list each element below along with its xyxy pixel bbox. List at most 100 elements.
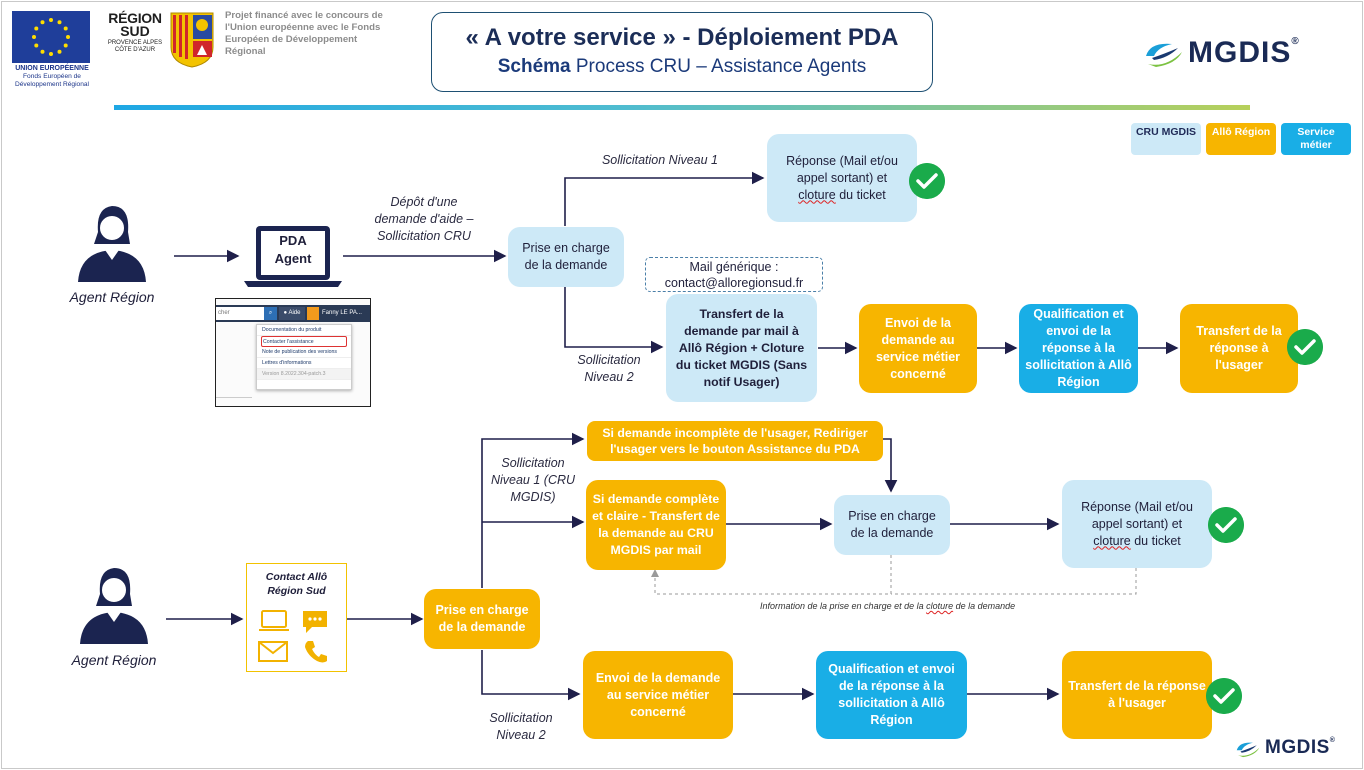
info-note-part3: de la demande — [953, 601, 1016, 611]
eu-caption-fund: Fonds Européen de Développement Régional — [14, 73, 90, 88]
response-2-part2: cloture — [1093, 533, 1131, 548]
contact-allo-title: Contact Allô Région Sud — [265, 571, 328, 597]
mgdis-swoosh-icon — [1146, 43, 1182, 67]
monitor-icon — [259, 610, 289, 631]
help-glyph: ● — [283, 310, 289, 316]
gradient-divider — [114, 105, 1250, 110]
screenshot-help-label: Aide — [288, 310, 301, 316]
legend-cru: CRU MGDIS — [1131, 123, 1201, 155]
box-qualification-2: Qualification et envoi de la réponse à l… — [816, 651, 967, 739]
screenshot-search-field: cher — [216, 307, 264, 320]
mail-generic-title: Mail générique : — [689, 260, 779, 274]
response-2-part3: du ticket — [1130, 533, 1181, 548]
arrow-prise-to-incomplete — [481, 432, 585, 588]
laptop-icon — [244, 226, 342, 287]
agent-region-label-2: Agent Région — [71, 652, 157, 668]
box-qualification-1: Qualification et envoi de la réponse à l… — [1019, 304, 1138, 393]
arrow-prise-to-level1 — [564, 171, 765, 226]
box-transfer-user-1: Transfert de la réponse à l'usager — [1180, 304, 1298, 393]
legend-allo: Allô Région — [1206, 123, 1276, 155]
eu-caption-title: UNION EUROPÉENNE — [15, 65, 89, 72]
subtitle-bold: Schéma — [497, 56, 571, 77]
screenshot-help-button: ● Aide — [279, 307, 305, 320]
arrow-prise-to-send — [481, 650, 581, 701]
pda-label-line2: Agent — [274, 251, 312, 266]
screenshot-search-icon: ⌕ — [264, 307, 277, 320]
envelope-icon — [258, 641, 288, 662]
box-complete: Si demande complète et claire - Transfer… — [586, 480, 726, 570]
level2-label-2: Sollicitation Niveau 2 — [489, 711, 553, 742]
dashed-feedback-line-2 — [891, 568, 1137, 595]
box-transfer-user-2: Transfert de la réponse à l'usager — [1062, 651, 1212, 739]
title-box: « A votre service » - Déploiement PDA Sc… — [431, 12, 933, 92]
chat-icon — [303, 611, 327, 633]
box-send-service-2: Envoi de la demande au service métier co… — [583, 651, 733, 739]
funding-note: Projet financé avec le concours de l'Uni… — [225, 10, 383, 57]
level1-cru-label: Sollicitation Niveau 1 (CRU MGDIS) — [490, 456, 576, 504]
region-line2: SUD — [120, 23, 150, 39]
box-transfer-mail: Transfert de la demande par mail à Allô … — [666, 294, 817, 402]
level1-label: Sollicitation Niveau 1 — [601, 153, 719, 167]
brand-name: MGDIS — [1188, 36, 1292, 69]
region-line1: RÉGION — [108, 10, 162, 26]
arrow-incomplete-to-prise-cru — [883, 438, 898, 493]
menu-item-contact: Contacter l'assistance — [261, 336, 347, 347]
box-send-service-1: Envoi de la demande au service métier co… — [859, 304, 977, 393]
footer-brand-name: MGDIS — [1265, 737, 1330, 758]
box-prise-en-charge-1: Prise en charge de la demande — [508, 227, 624, 287]
box-incomplete: Si demande incomplète de l'usager, Redir… — [587, 421, 883, 461]
mgdis-swoosh-icon — [1236, 742, 1260, 758]
region-line3: PROVENCE ALPES CÔTE D'AZUR — [107, 40, 163, 53]
box-response-2: Réponse (Mail et/ou appel sortant) et clo… — [1062, 480, 1212, 568]
response-1-part2: cloture — [798, 187, 836, 202]
response-1-part3: du ticket — [835, 187, 886, 202]
footer-brand-mark: ® — [1329, 737, 1336, 744]
pda-agent-label: PDA Agent — [262, 232, 324, 268]
menu-item-documentation: Documentation du produit — [257, 325, 351, 336]
region-shield-icon — [169, 11, 215, 69]
check-icon — [1206, 678, 1242, 714]
page-subtitle: Schéma Process CRU – Assistance Agents — [432, 56, 932, 78]
mail-generic-address: contact@alloregionsud.fr — [664, 276, 804, 290]
info-note-part1: Information de la prise en charge et de … — [760, 601, 927, 611]
pda-label-line1: PDA — [279, 233, 307, 248]
person-icon — [80, 568, 148, 644]
agent-region-label: Agent Région — [69, 289, 155, 305]
eu-caption: UNION EUROPÉENNE Fonds Européen de Dével… — [6, 65, 98, 89]
box-prise-cru: Prise en charge de la demande — [834, 495, 950, 555]
subtitle-rest: Process CRU – Assistance Agents — [570, 56, 867, 77]
response-2-part1: Réponse (Mail et/ou appel sortant) et — [1081, 499, 1193, 531]
menu-version: Version 8.2022.304-patch.3 — [257, 369, 351, 380]
check-icon — [1208, 507, 1244, 543]
screenshot-user-avatar — [307, 307, 319, 320]
mgdis-footer-wordmark: MGDIS® — [1265, 737, 1335, 759]
check-icon — [1287, 329, 1323, 365]
person-icon — [78, 206, 146, 282]
phone-icon — [305, 641, 327, 663]
box-response-1: Réponse (Mail et/ou appel sortant) et clo… — [767, 134, 917, 222]
pda-screenshot: cher ⌕ ● Aide Fanny LE PA... Documentati… — [215, 298, 371, 407]
screenshot-help-menu: Documentation du produit Contacter l'ass… — [256, 324, 352, 390]
brand-mark: ® — [1291, 36, 1300, 47]
level2-label: Sollicitation Niveau 2 — [577, 353, 641, 384]
check-icon — [909, 163, 945, 199]
arrow-prise-to-transfer — [564, 286, 664, 354]
menu-item-newsletters: Lettres d'informations — [257, 358, 351, 369]
eu-flag-logo — [12, 11, 90, 63]
response-1-part1: Réponse (Mail et/ou appel sortant) et — [786, 153, 898, 185]
deposit-label: Dépôt d'une demande d'aide – Sollicitati… — [374, 195, 474, 243]
info-note-part2: cloture — [926, 601, 954, 611]
mgdis-logo: MGDIS® — [1142, 36, 1342, 72]
response-1-text: Réponse (Mail et/ou appel sortant) et clo… — [773, 153, 911, 204]
page-title: « A votre service » - Déploiement PDA — [465, 24, 899, 51]
mail-generic-box: Mail générique : contact@alloregionsud.f… — [645, 257, 823, 292]
response-2-text: Réponse (Mail et/ou appel sortant) et clo… — [1068, 499, 1206, 550]
mgdis-footer-logo: MGDIS® — [1233, 736, 1353, 762]
screenshot-divider — [216, 397, 252, 398]
legend-service: Service métier — [1281, 123, 1351, 155]
box-prise-en-charge-2: Prise en charge de la demande — [424, 589, 540, 649]
info-note: Information de la prise en charge et de … — [760, 601, 1050, 611]
screenshot-user-name: Fanny LE PA... — [322, 310, 362, 316]
